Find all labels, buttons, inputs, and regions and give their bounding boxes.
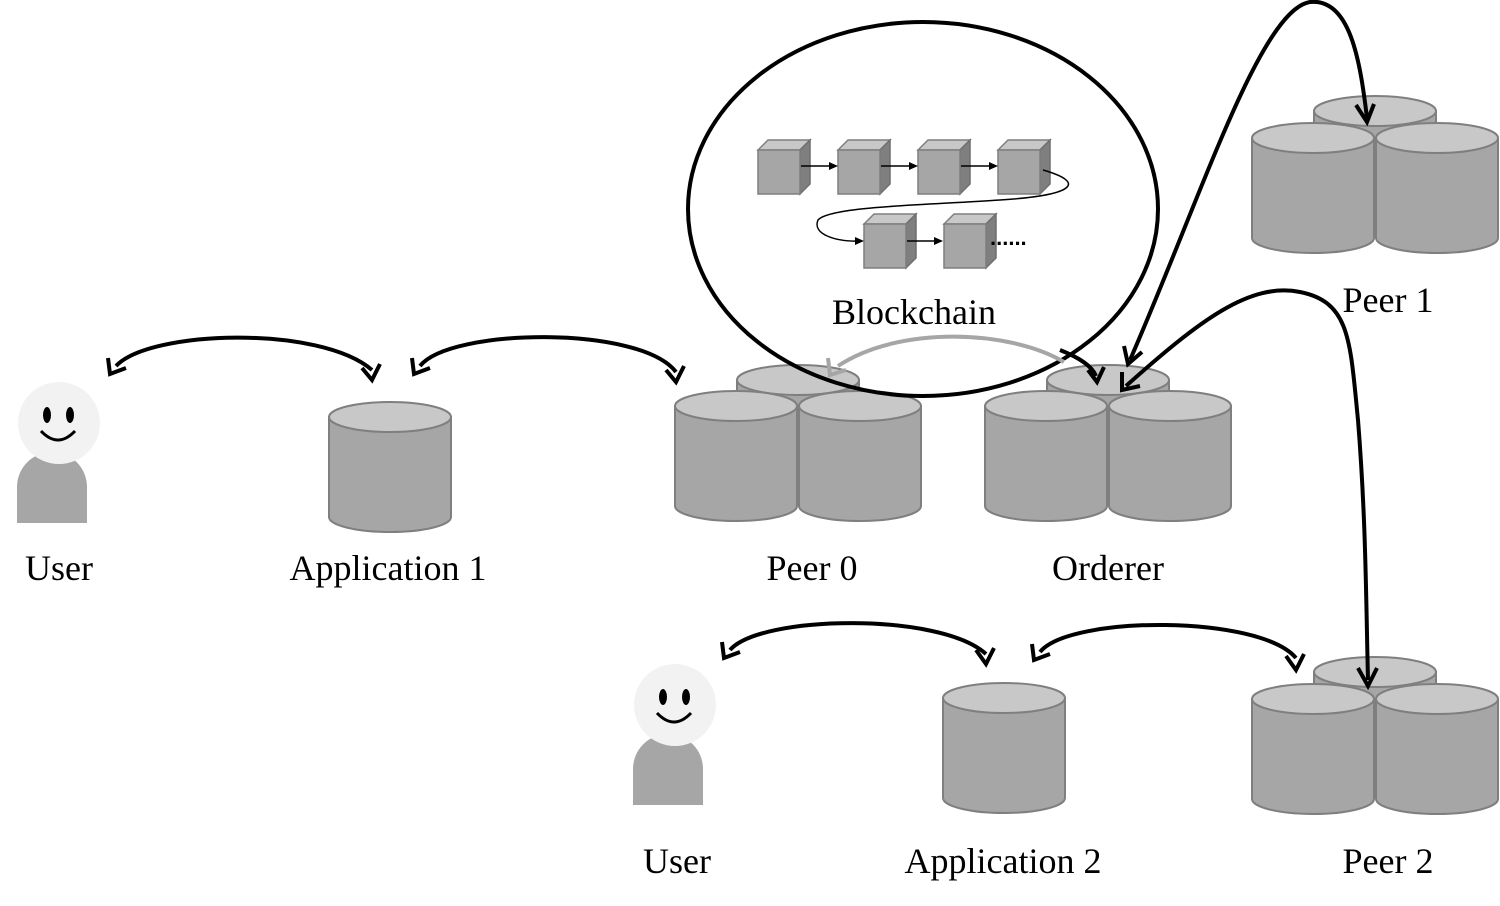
arrow-orderer-peer0 [826,334,1066,378]
user-1: User [15,380,102,588]
arrow-user2-application2 [720,621,996,668]
arrow-application2-peer2 [1030,623,1306,674]
user-1-icon [15,380,102,525]
chain-links [801,162,1070,245]
orderer-left-database-icon [984,390,1108,522]
arrow-orderer-peer2 [1120,288,1379,691]
arrow-peer1-orderer [1122,0,1376,368]
orderer: Orderer [984,364,1232,588]
arrow-blockchain-orderer [1059,348,1106,386]
application-2: Application 2 [905,682,1102,881]
application-1-database-icon [328,401,452,533]
user-2: User [631,662,718,881]
peer-1-right-database-icon [1375,122,1499,254]
peer-1: Peer 1 [1251,95,1499,320]
peer-0: Peer 0 [674,364,922,588]
block-cube-icon [757,139,811,195]
peer-2-left-database-icon [1251,683,1375,815]
application-2-database-icon [942,682,1066,814]
block-cube-icon [837,139,891,195]
peer-2: Peer 2 [1251,656,1499,881]
arrow-user1-application1 [106,335,382,384]
user-2-label: User [643,841,711,881]
orderer-right-database-icon [1108,390,1232,522]
peer-0-label: Peer 0 [767,548,858,588]
application-1-label: Application 1 [290,548,487,588]
peer-2-label: Peer 2 [1343,841,1434,881]
peer-1-label: Peer 1 [1343,280,1434,320]
application-1: Application 1 [290,401,487,588]
peer-0-left-database-icon [674,390,798,522]
blockchain: ...... Blockchain [686,20,1160,398]
user-1-label: User [25,548,93,588]
arrow-application1-peer0 [410,335,686,386]
arrows [106,0,1379,691]
block-cube-icon [997,139,1051,195]
application-2-label: Application 2 [905,841,1102,881]
blockchain-label: Blockchain [832,292,996,332]
block-cube-icon [943,213,997,269]
peer-2-right-database-icon [1375,683,1499,815]
blockchain-outline [686,20,1160,398]
peer-1-left-database-icon [1251,122,1375,254]
peer-0-right-database-icon [798,390,922,522]
chain-ellipsis: ...... [990,225,1027,250]
block-cube-icon [917,139,971,195]
user-2-icon [631,662,718,807]
orderer-label: Orderer [1052,548,1164,588]
